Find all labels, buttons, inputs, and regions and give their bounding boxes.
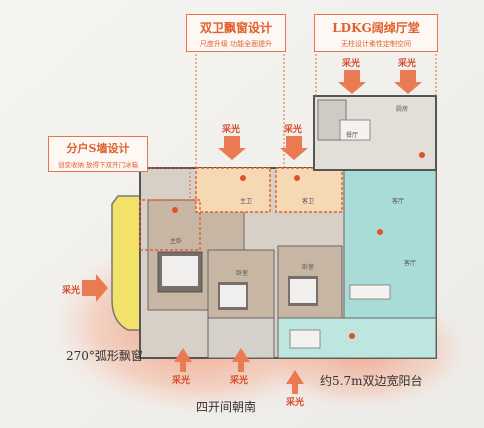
room-living-b: 客厅 <box>404 260 417 267</box>
master-bath <box>195 167 271 213</box>
feature-balcony: 约5.7m双边宽阳台 <box>320 374 423 388</box>
light-label-bath-2: 采光 <box>284 125 303 135</box>
room-bedroom-a: 卧室 <box>236 270 249 277</box>
room-dining: 餐厅 <box>346 132 359 139</box>
callout-ldkg-title: LDKG阔绰厅堂 <box>332 21 420 35</box>
room-bedroom-b: 卧室 <box>302 264 315 271</box>
room-kitchen: 厨房 <box>396 106 409 113</box>
feature-four-south: 四开间朝南 <box>196 400 257 414</box>
arrow-south-2 <box>232 348 250 372</box>
arrow-west <box>82 274 108 302</box>
arrow-south-3 <box>286 370 304 394</box>
arrow-bath-2 <box>280 136 308 160</box>
room-master: 主卧 <box>170 238 183 245</box>
callout-s-wall-sub: 创变收纳 放得下双开门冰箱 <box>57 161 139 169</box>
light-label-bath-1: 采光 <box>222 125 241 135</box>
callout-ldkg: LDKG阔绰厅堂 无柱设计柔性定制空间 <box>314 14 438 52</box>
room-living: 客厅 <box>392 198 405 205</box>
callout-double-bath-sub: 尺度升级 功能全面提升 <box>199 40 273 48</box>
light-label-kitchen-1: 采光 <box>342 59 361 69</box>
light-label-west: 采光 <box>62 286 81 296</box>
arrow-kitchen-1 <box>338 70 366 94</box>
light-label-south-2: 采光 <box>230 376 249 386</box>
callout-s-wall: 分户S墙设计 创变收纳 放得下双开门冰箱 <box>48 136 148 172</box>
callout-double-bath: 双卫飘窗设计 尺度升级 功能全面提升 <box>186 14 286 52</box>
callout-double-bath-title: 双卫飘窗设计 <box>199 21 272 35</box>
callout-ldkg-sub: 无柱设计柔性定制空间 <box>341 40 411 48</box>
arrow-bath-1 <box>218 136 246 160</box>
callout-s-wall-title: 分户S墙设计 <box>66 142 130 155</box>
feature-bay-window: 270°弧形飘窗 <box>66 349 143 363</box>
room-master-bath: 主卫 <box>240 198 253 205</box>
s-wall-outline <box>139 199 201 251</box>
light-label-south-1: 采光 <box>172 376 191 386</box>
arrow-south-1 <box>174 348 192 372</box>
light-label-south-3: 采光 <box>286 398 305 408</box>
arrow-kitchen-2 <box>394 70 422 94</box>
light-label-kitchen-2: 采光 <box>398 59 417 69</box>
light-arrows <box>82 70 422 394</box>
room-second-bath: 客卫 <box>302 198 315 205</box>
second-bath <box>275 167 343 213</box>
